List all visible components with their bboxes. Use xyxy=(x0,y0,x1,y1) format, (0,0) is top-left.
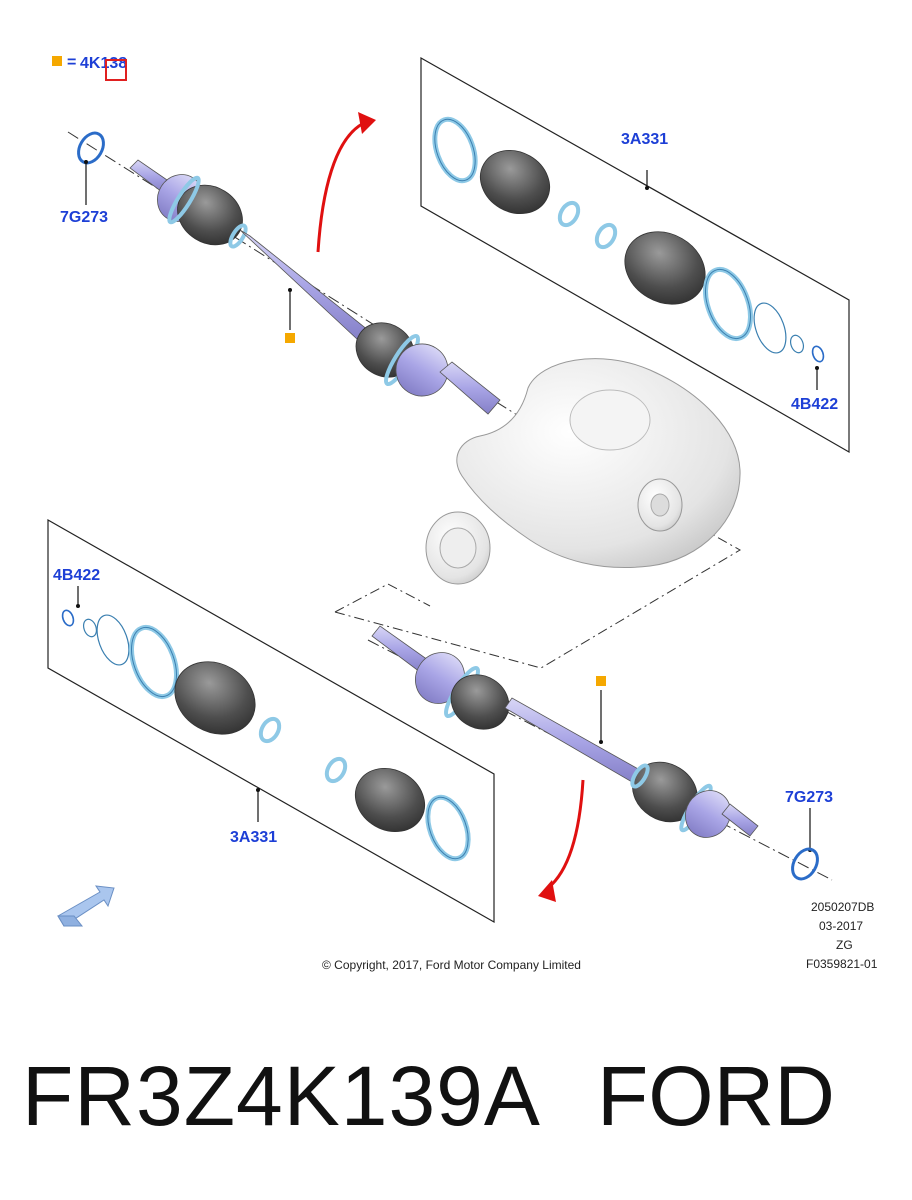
legend: = 4K138 xyxy=(52,54,127,81)
marker-lower xyxy=(596,676,606,686)
callout-3a331-lower[interactable]: 3A331 xyxy=(230,829,277,846)
boot-kit-lower-parts[interactable]: 4B422 3A331 xyxy=(53,567,476,864)
clip-lower[interactable]: 7G273 xyxy=(785,789,833,883)
diagram-market: ZG xyxy=(836,938,853,952)
diagram-date: 03-2017 xyxy=(819,919,863,933)
callout-7g273-lower[interactable]: 7G273 xyxy=(785,789,833,806)
vehicle-front-arrow-icon xyxy=(57,885,115,927)
callout-7g273-upper[interactable]: 7G273 xyxy=(60,209,108,226)
axis-line-lower xyxy=(367,639,833,881)
callout-3a331-upper[interactable]: 3A331 xyxy=(621,131,668,148)
marker-upper xyxy=(285,333,295,343)
copyright-text: © Copyright, 2017, Ford Motor Company Li… xyxy=(322,958,581,972)
callout-4b422-upper[interactable]: 4B422 xyxy=(791,396,838,413)
legend-equals: = xyxy=(67,54,76,71)
projection-lines xyxy=(334,521,742,669)
rear-differential xyxy=(425,358,741,585)
legend-part-ref[interactable]: 4K138 xyxy=(80,55,127,72)
direction-arrow-lower xyxy=(538,779,585,902)
boot-kit-frame-upper xyxy=(420,56,850,454)
legend-marker xyxy=(52,56,62,66)
diagram-code: 2050207DB xyxy=(811,900,874,914)
halfshaft-lower[interactable] xyxy=(371,625,759,846)
boot-kit-upper-parts[interactable]: 3A331 4B422 xyxy=(427,114,838,413)
callout-4b422-lower[interactable]: 4B422 xyxy=(53,567,100,584)
exploded-parts-diagram: = 4K138 7G273 xyxy=(47,54,878,972)
halfshaft-upper[interactable] xyxy=(129,159,501,415)
brand-name: FORD xyxy=(597,1049,835,1143)
part-number: FR3Z4K139A xyxy=(22,1049,541,1143)
diagram-figure-id: F0359821-01 xyxy=(806,957,878,971)
legend-highlight-box xyxy=(105,59,127,81)
boot-kit-frame-lower xyxy=(47,518,495,924)
clip-upper[interactable]: 7G273 xyxy=(60,129,109,226)
direction-arrow-upper xyxy=(316,112,376,253)
